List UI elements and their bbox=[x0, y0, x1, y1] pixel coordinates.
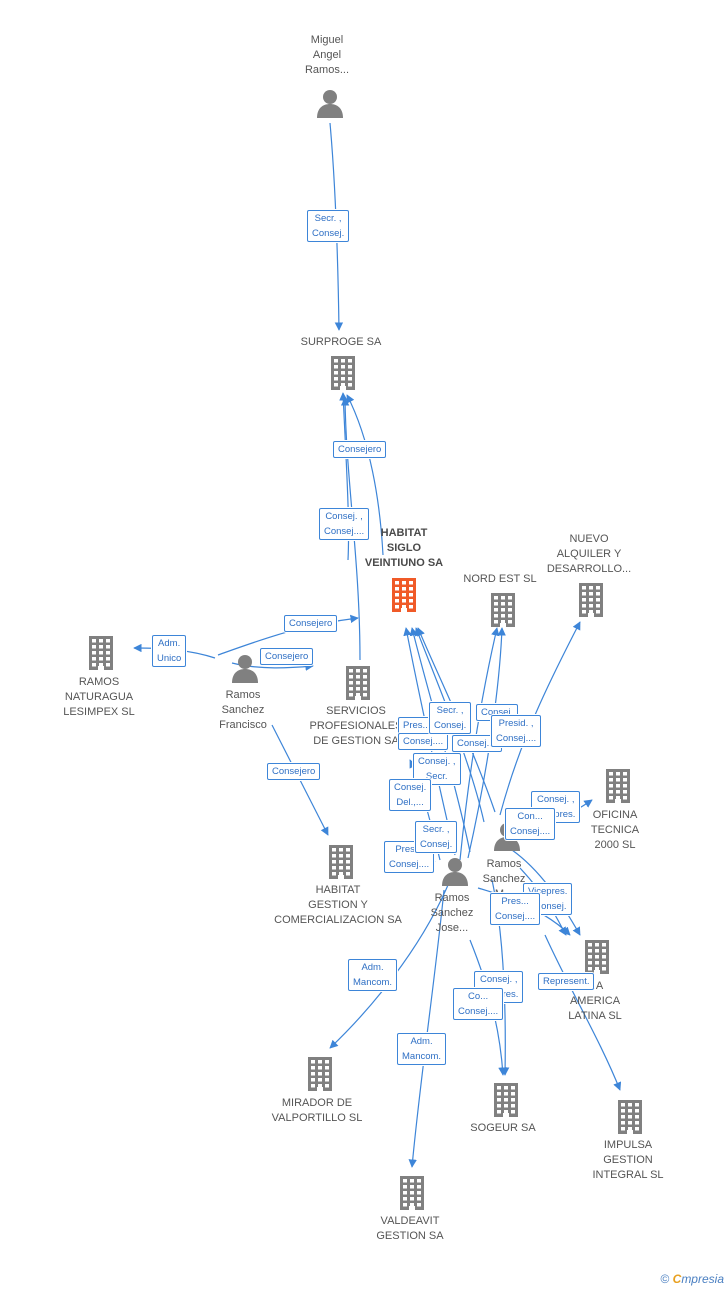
node-label-ramos-naturagua[interactable]: RAMOS NATURAGUA LESIMPEX SL bbox=[63, 676, 135, 718]
edge-label[interactable]: Consejero bbox=[284, 615, 338, 632]
building-icon[interactable] bbox=[491, 1083, 521, 1122]
edge-label[interactable]: Consejero bbox=[260, 648, 314, 665]
building-icon[interactable] bbox=[328, 356, 358, 395]
edge-label[interactable]: Consejero bbox=[333, 441, 387, 458]
edge-label[interactable]: Co... Consej.... bbox=[453, 988, 504, 1020]
edge-label[interactable]: Adm. Mancom. bbox=[348, 959, 398, 991]
relationship-edge bbox=[217, 614, 359, 656]
edge-label[interactable]: Adm. Mancom. bbox=[397, 1033, 447, 1065]
node-label-sogeur[interactable]: SOGEUR SA bbox=[470, 1122, 536, 1134]
edge-label[interactable]: Adm. Unico bbox=[152, 635, 187, 667]
building-icon[interactable] bbox=[603, 769, 633, 808]
edge-label[interactable]: Represent. bbox=[538, 973, 595, 990]
node-label-nuevo-alquiler[interactable]: NUEVO ALQUILER Y DESARROLLO... bbox=[546, 533, 632, 575]
building-icon[interactable] bbox=[582, 940, 612, 979]
person-icon[interactable] bbox=[315, 88, 345, 123]
building-icon[interactable] bbox=[397, 1176, 427, 1215]
relationship-edge bbox=[339, 392, 350, 561]
node-label-habitat-gestion[interactable]: HABITAT GESTION Y COMERCIALIZACION SA bbox=[274, 884, 402, 926]
edge-label[interactable]: Consej.... bbox=[452, 735, 503, 752]
edge-label[interactable]: Secr. , Consej. bbox=[429, 702, 472, 734]
node-label-ramos-jose[interactable]: Ramos Sanchez Jose... bbox=[430, 892, 474, 934]
edge-label[interactable]: Presid. , Consej.... bbox=[491, 715, 542, 747]
brand-initial: C bbox=[672, 1272, 682, 1286]
building-icon[interactable] bbox=[576, 583, 606, 622]
edge-label[interactable]: Con... Consej.... bbox=[505, 808, 556, 840]
node-label-miguel[interactable]: Miguel Angel Ramos... bbox=[304, 34, 349, 76]
edge-label[interactable]: Consejero bbox=[267, 763, 321, 780]
edge-label[interactable]: Secr. , Consej. bbox=[415, 821, 458, 853]
edge-label[interactable]: Secr. , Consej. bbox=[307, 210, 350, 242]
building-icon[interactable] bbox=[343, 666, 373, 705]
node-label-servicios-prof[interactable]: SERVICIOS PROFESIONALES DE GESTION SA bbox=[309, 705, 403, 747]
node-label-valdeavit[interactable]: VALDEAVIT GESTION SA bbox=[376, 1215, 444, 1242]
person-icon[interactable] bbox=[440, 856, 470, 891]
edge-label[interactable]: Consej.... bbox=[398, 733, 449, 750]
person-icon[interactable] bbox=[230, 653, 260, 688]
relationship-edge bbox=[499, 621, 581, 816]
building-icon[interactable] bbox=[86, 636, 116, 675]
edge-label[interactable]: Consej. , Consej.... bbox=[319, 508, 370, 540]
node-label-surproge[interactable]: SURPROGE SA bbox=[300, 336, 382, 348]
node-label-mirador[interactable]: MIRADOR DE VALPORTILLO SL bbox=[271, 1097, 363, 1124]
building-icon[interactable] bbox=[305, 1057, 335, 1096]
building-icon[interactable] bbox=[389, 578, 419, 617]
relationship-edge bbox=[544, 934, 622, 1091]
relationship-edge bbox=[459, 627, 500, 861]
node-label-impulsa[interactable]: IMPULSA GESTION INTEGRAL SL bbox=[592, 1139, 664, 1181]
brand-name: mpresia bbox=[681, 1272, 724, 1286]
node-label-ramos-francisco[interactable]: Ramos Sanchez Francisco bbox=[219, 689, 267, 731]
relationship-edge bbox=[271, 724, 329, 836]
edge-label[interactable]: Consej. Del.,... bbox=[389, 779, 432, 811]
edge-label[interactable]: Pres... Consej.... bbox=[490, 893, 541, 925]
copyright-symbol: © bbox=[660, 1272, 670, 1286]
building-icon[interactable] bbox=[488, 593, 518, 632]
node-label-oficina-tecnica[interactable]: OFICINA TECNICA 2000 SL bbox=[590, 809, 640, 851]
edge-label[interactable]: Consej. , Secr. bbox=[413, 753, 461, 785]
footer-brand: © Cmpresia bbox=[660, 1272, 724, 1286]
relationship-edge bbox=[346, 394, 384, 556]
node-label-nord-est[interactable]: NORD EST SL bbox=[463, 573, 537, 585]
node-label-habitat-siglo[interactable]: HABITAT SIGLO VEINTIUNO SA bbox=[364, 527, 444, 569]
relationship-edge bbox=[408, 889, 445, 1168]
building-icon[interactable] bbox=[615, 1100, 645, 1139]
building-icon[interactable] bbox=[326, 845, 356, 884]
